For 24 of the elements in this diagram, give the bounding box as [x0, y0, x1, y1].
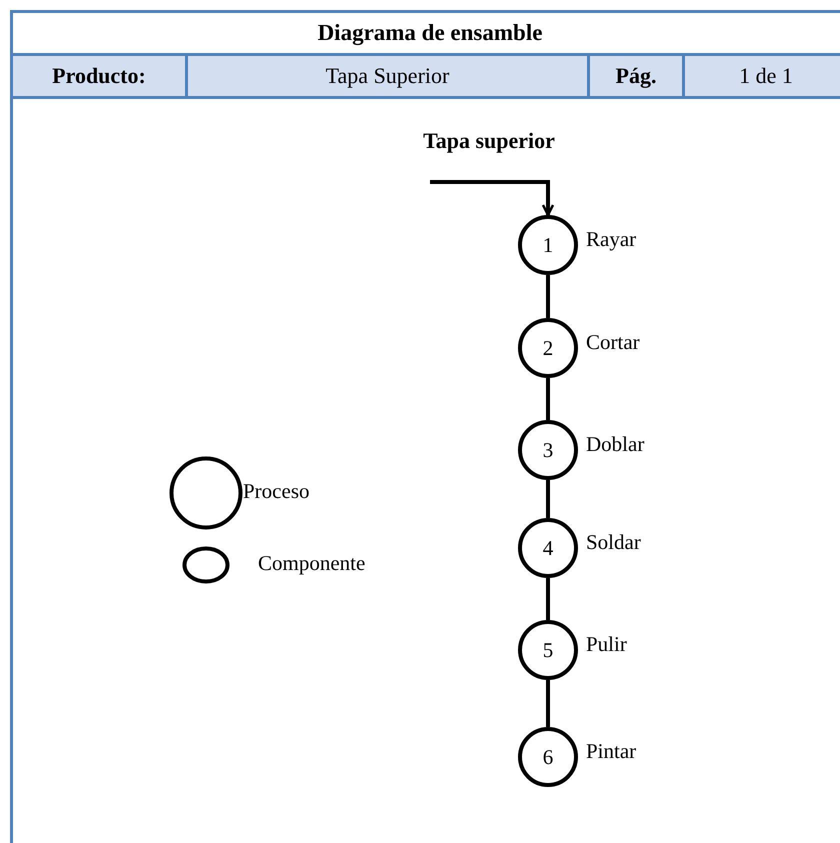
arrow	[430, 180, 554, 216]
field-label: Pág.	[588, 54, 684, 98]
step-label: Soldar	[586, 530, 641, 555]
step-label: Pintar	[586, 739, 636, 764]
step-label: Cortar	[586, 330, 640, 355]
step-number: 4	[542, 536, 554, 560]
connector-line	[546, 275, 550, 318]
field-label: Producto:	[12, 54, 186, 98]
step-label: Doblar	[586, 432, 644, 457]
connector-line	[546, 480, 550, 518]
connector-line	[546, 680, 550, 727]
step-number: 6	[542, 744, 554, 770]
step-label: Rayar	[586, 227, 636, 252]
step-number: 2	[542, 336, 554, 360]
step-label: Pulir	[586, 632, 627, 657]
field-value: 1 de 1	[684, 54, 840, 98]
connector-line	[546, 578, 550, 620]
step-number: 5	[542, 638, 554, 662]
legend-label: Proceso	[243, 479, 310, 504]
step-number: 1	[542, 232, 554, 258]
field-value: Tapa Superior	[186, 54, 588, 98]
legend-label: Componente	[258, 551, 366, 576]
connector-line	[546, 378, 550, 420]
step-number: 3	[542, 438, 554, 462]
